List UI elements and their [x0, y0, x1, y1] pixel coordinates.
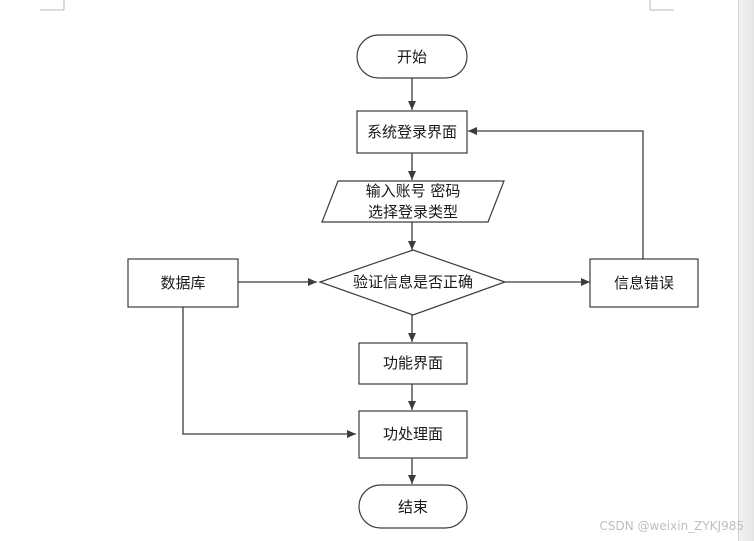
verify-label: 验证信息是否正确 — [353, 273, 473, 291]
function-shape — [358, 342, 468, 385]
node-error: 信息错误 — [589, 258, 699, 308]
database-shape — [127, 258, 239, 308]
scrollbar-edge[interactable] — [738, 0, 754, 541]
error-shape — [589, 258, 699, 308]
edge-database-to-process — [182, 307, 356, 438]
input-label-line2: 选择登录类型 — [368, 203, 458, 221]
flowchart: 开始 系统登录界面 输入账号 密码 选择登录类型 数据库 验证信息是否正确 信息… — [40, 0, 699, 529]
verify-decision-shape — [318, 249, 507, 316]
end-label: 结束 — [398, 498, 428, 516]
input-label-line1: 输入账号 密码 — [366, 182, 461, 200]
start-label: 开始 — [397, 48, 427, 66]
node-database: 数据库 — [127, 258, 239, 308]
function-label: 功能界面 — [383, 354, 443, 372]
end-terminal-shape — [358, 484, 468, 529]
login-label: 系统登录界面 — [367, 123, 457, 141]
node-start: 开始 — [356, 34, 468, 79]
login-process-shape — [356, 110, 468, 154]
watermark: CSDN @weixin_ZYKJ985 — [599, 519, 744, 533]
node-input: 输入账号 密码 选择登录类型 — [321, 180, 505, 223]
process-shape — [358, 410, 468, 459]
start-terminal-shape — [356, 34, 468, 79]
node-end: 结束 — [358, 484, 468, 529]
node-login: 系统登录界面 — [356, 110, 468, 154]
node-process: 功处理面 — [358, 410, 468, 459]
node-function: 功能界面 — [358, 342, 468, 385]
error-label: 信息错误 — [614, 274, 674, 292]
edge-error-to-login — [468, 127, 644, 259]
node-verify: 验证信息是否正确 — [318, 249, 507, 316]
crop-mark-left — [40, 0, 65, 11]
database-label: 数据库 — [160, 274, 205, 292]
process-label: 功处理面 — [383, 425, 443, 443]
edges — [182, 78, 644, 484]
input-parallelogram-shape — [321, 180, 505, 223]
crop-mark-right — [649, 0, 674, 11]
